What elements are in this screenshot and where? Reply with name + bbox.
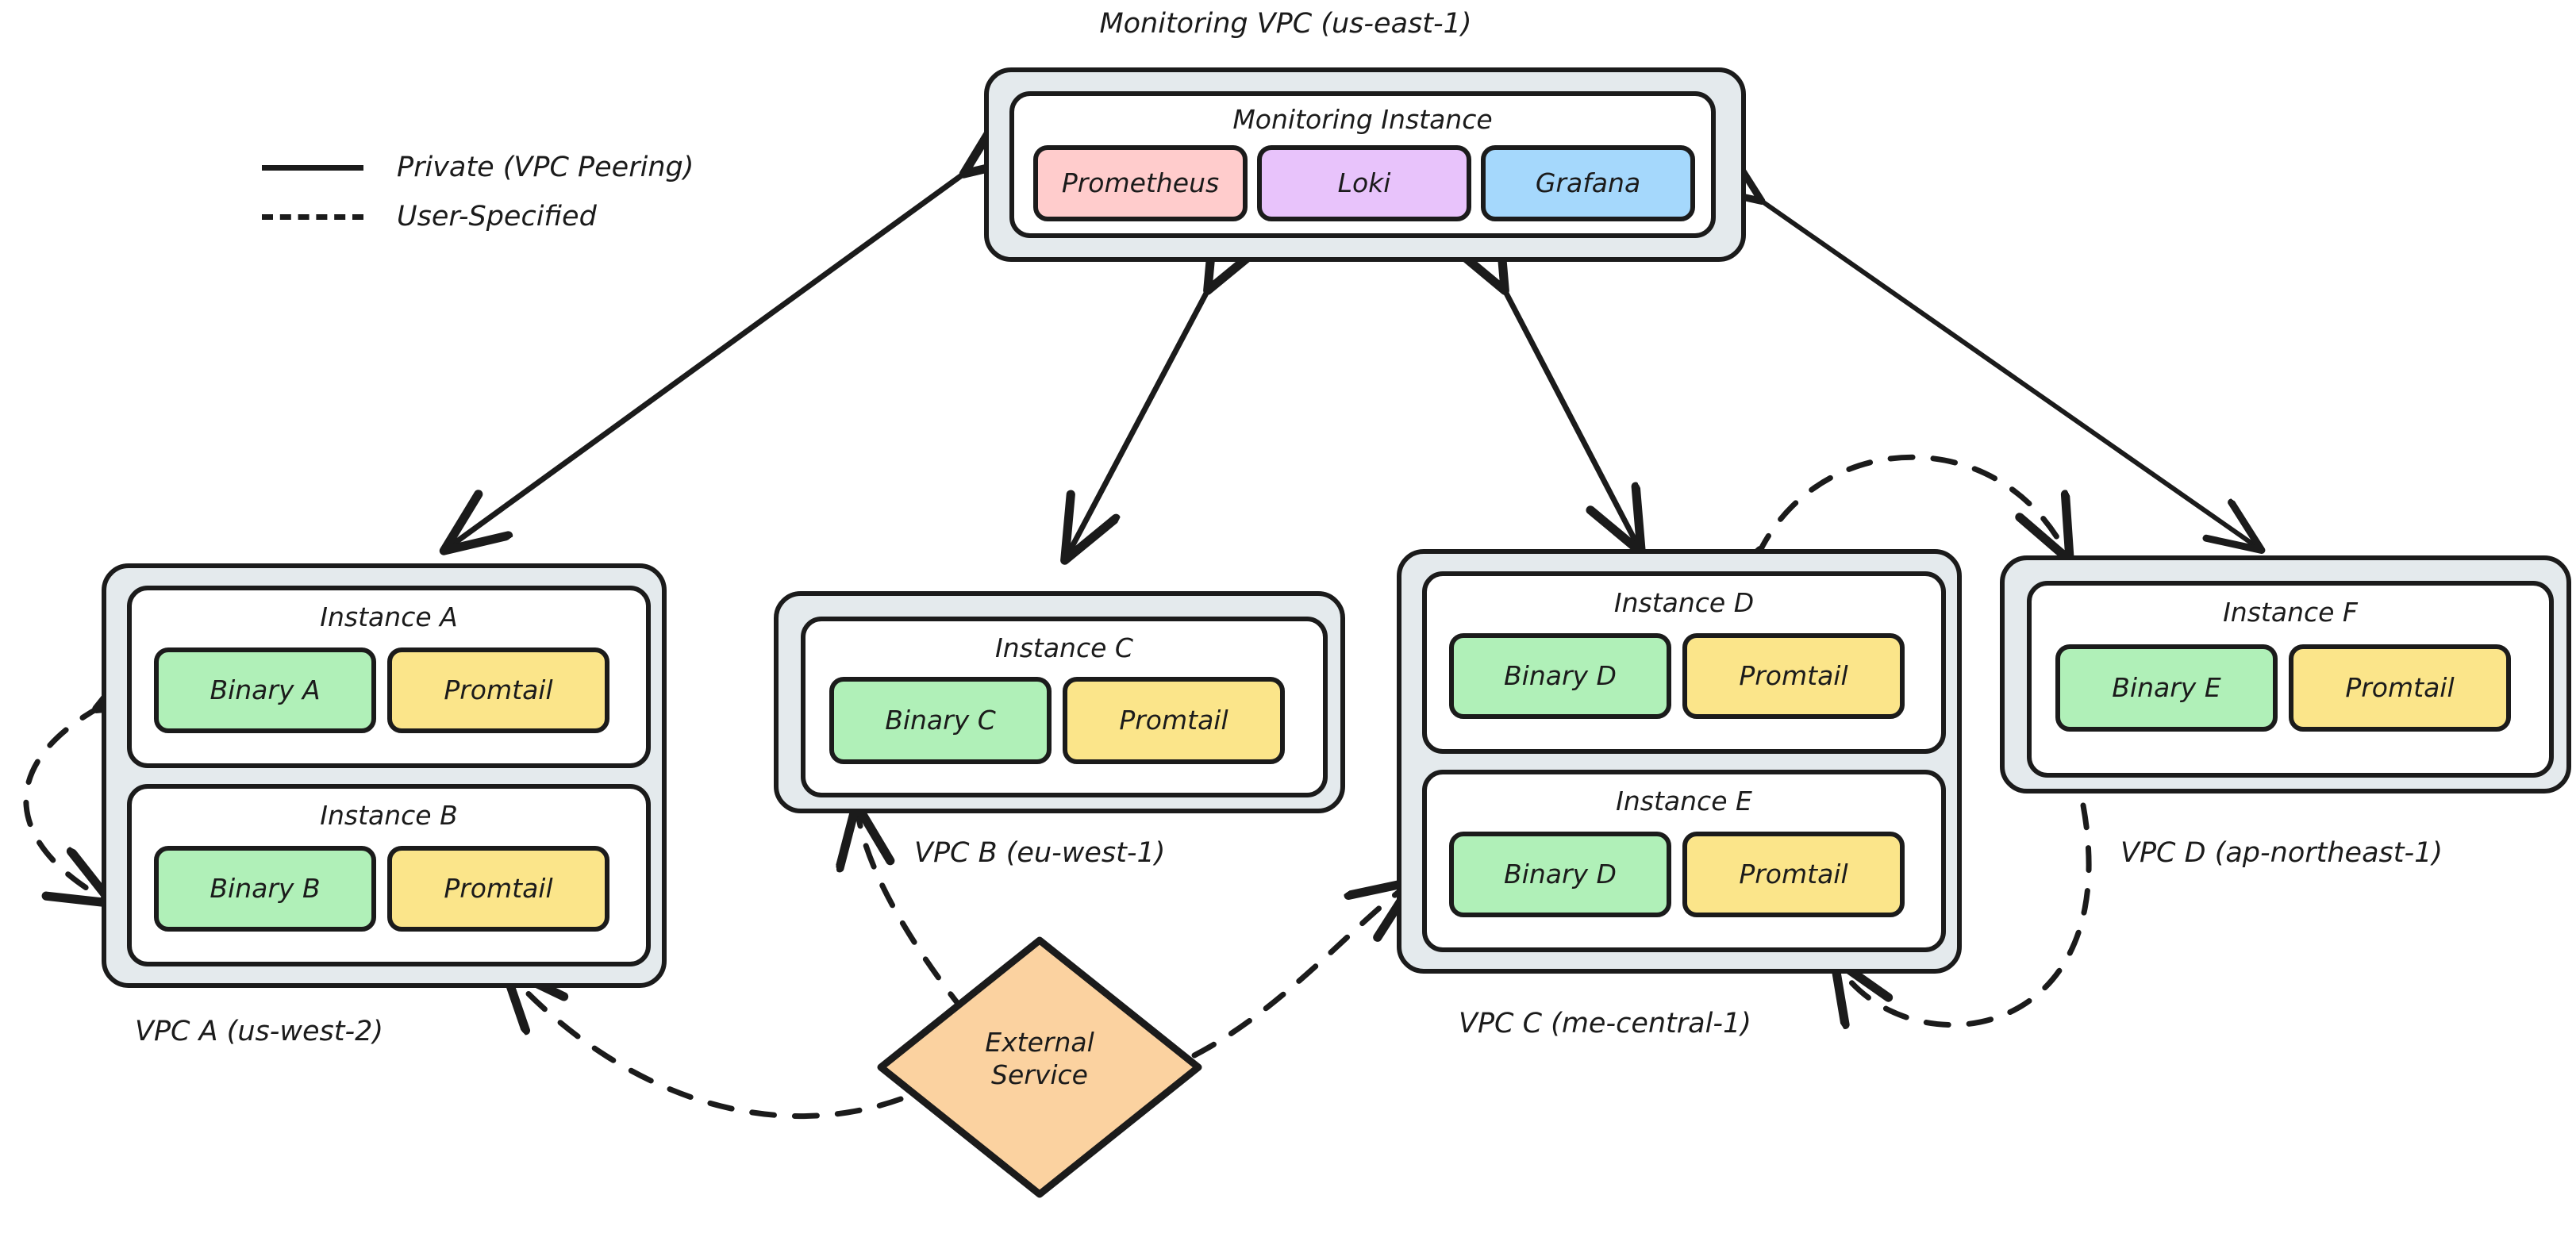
solid-line-icon [262,164,363,171]
instance-b-title: Instance B [320,800,458,831]
legend-item-private: Private (VPC Peering) [262,143,694,192]
monitoring-vpc-container[interactable]: Monitoring Instance Prometheus Loki Graf… [984,67,1746,262]
vpc-c-title: VPC C (me-central-1) [1459,1008,1751,1039]
component-binary-e-host[interactable]: Binary D [1449,832,1671,917]
instance-a-title: Instance A [320,601,458,632]
external-service-diamond-icon [877,936,1202,1198]
instance-f-box[interactable]: Instance F Binary E Promtail [2027,581,2554,778]
component-promtail-b[interactable]: Promtail [387,846,609,932]
component-promtail-e[interactable]: Promtail [1682,832,1905,917]
instance-d-title: Instance D [1613,587,1755,618]
component-grafana[interactable]: Grafana [1481,145,1695,221]
external-service-node[interactable]: External Service [873,932,1206,1202]
monitoring-vpc-title: Monitoring VPC (us-east-1) [1099,8,1472,40]
component-promtail-c[interactable]: Promtail [1063,677,1285,764]
instance-a-box[interactable]: Instance A Binary A Promtail [127,586,651,768]
vpc-d-container[interactable]: Instance F Binary E Promtail [2000,555,2571,793]
vpc-b-title: VPC B (eu-west-1) [914,837,1166,869]
monitoring-instance-title: Monitoring Instance [1232,104,1493,135]
vpc-a-container[interactable]: Instance A Binary A Promtail Instance B … [102,563,667,988]
monitoring-instance-box[interactable]: Monitoring Instance Prometheus Loki Graf… [1009,91,1716,238]
component-promtail-f[interactable]: Promtail [2289,644,2511,732]
legend-label-private: Private (VPC Peering) [397,152,694,183]
legend-item-user-specified: User-Specified [262,192,694,241]
vpc-c-container[interactable]: Instance D Binary D Promtail Instance E … [1397,549,1962,974]
component-loki[interactable]: Loki [1257,145,1471,221]
component-binary-a[interactable]: Binary A [154,647,376,733]
component-promtail-d[interactable]: Promtail [1682,633,1905,719]
legend: Private (VPC Peering) User-Specified [262,143,694,241]
component-prometheus[interactable]: Prometheus [1033,145,1248,221]
instance-e-title: Instance E [1616,786,1752,817]
instance-d-box[interactable]: Instance D Binary D Promtail [1422,571,1946,754]
instance-b-box[interactable]: Instance B Binary B Promtail [127,784,651,966]
vpc-d-title: VPC D (ap-northeast-1) [2120,837,2443,869]
instance-c-box[interactable]: Instance C Binary C Promtail [801,617,1328,797]
component-binary-b[interactable]: Binary B [154,846,376,932]
component-binary-f[interactable]: Binary E [2055,644,2278,732]
instance-f-title: Instance F [2223,597,2358,628]
dashed-line-icon [262,213,363,220]
legend-label-user-specified: User-Specified [397,201,597,232]
component-promtail-a[interactable]: Promtail [387,647,609,733]
instance-c-title: Instance C [995,632,1133,663]
vpc-b-container[interactable]: Instance C Binary C Promtail [774,591,1345,813]
instance-e-box[interactable]: Instance E Binary D Promtail [1422,770,1946,952]
component-binary-d[interactable]: Binary D [1449,633,1671,719]
vpc-a-title: VPC A (us-west-2) [135,1016,384,1047]
component-binary-c[interactable]: Binary C [829,677,1052,764]
